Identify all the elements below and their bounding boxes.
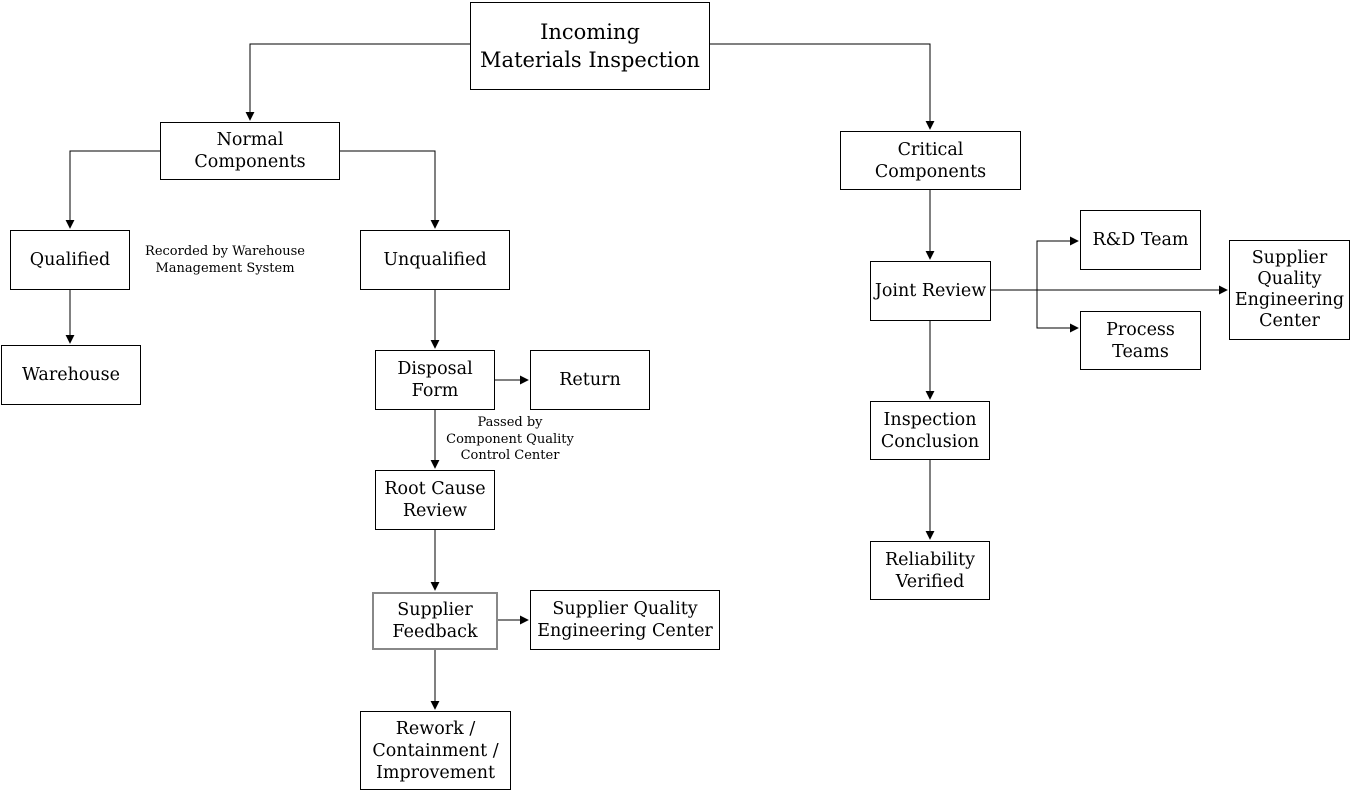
node-supplier-quality-engineering-center: Supplier Quality Engineering Center [530, 590, 720, 650]
connector-incoming-to-normal [245, 43, 470, 121]
connector-jointreview-to-rdteam [1036, 236, 1079, 290]
node-normal-components: Normal Components [160, 122, 340, 180]
node-incoming-materials-inspection: Incoming Materials Inspection [470, 2, 710, 90]
connector-normal-to-qualified [65, 150, 160, 229]
node-qualified: Qualified [10, 230, 130, 290]
connector-normal-to-unqualified [340, 150, 440, 229]
node-rework-containment-improvement: Rework / Containment / Improvement [360, 711, 511, 790]
node-warehouse: Warehouse [1, 345, 141, 405]
node-reliability-verified: Reliability Verified [870, 541, 990, 600]
annotation-recorded-by-warehouse: Recorded by Warehouse Management System [145, 244, 305, 276]
node-process-teams: Process Teams [1080, 311, 1201, 370]
node-joint-review: Joint Review [870, 261, 991, 321]
node-root-cause-review: Root Cause Review [375, 470, 495, 530]
node-supplier-quality-engineering-center-right: Supplier Quality Engineering Center [1229, 240, 1350, 340]
node-return: Return [530, 350, 650, 410]
annotation-passed-by-component-quality: Passed by Component Quality Control Cent… [446, 415, 574, 463]
node-disposal-form: Disposal Form [375, 350, 495, 410]
node-critical-components: Critical Components [840, 131, 1021, 190]
connector-jointreview-to-processteams [1036, 290, 1079, 333]
connector-incoming-to-critical [710, 43, 935, 130]
node-unqualified: Unqualified [360, 230, 510, 290]
node-rd-team: R&D Team [1080, 210, 1201, 270]
node-inspection-conclusion: Inspection Conclusion [870, 401, 990, 460]
node-supplier-feedback: Supplier Feedback [372, 592, 498, 650]
